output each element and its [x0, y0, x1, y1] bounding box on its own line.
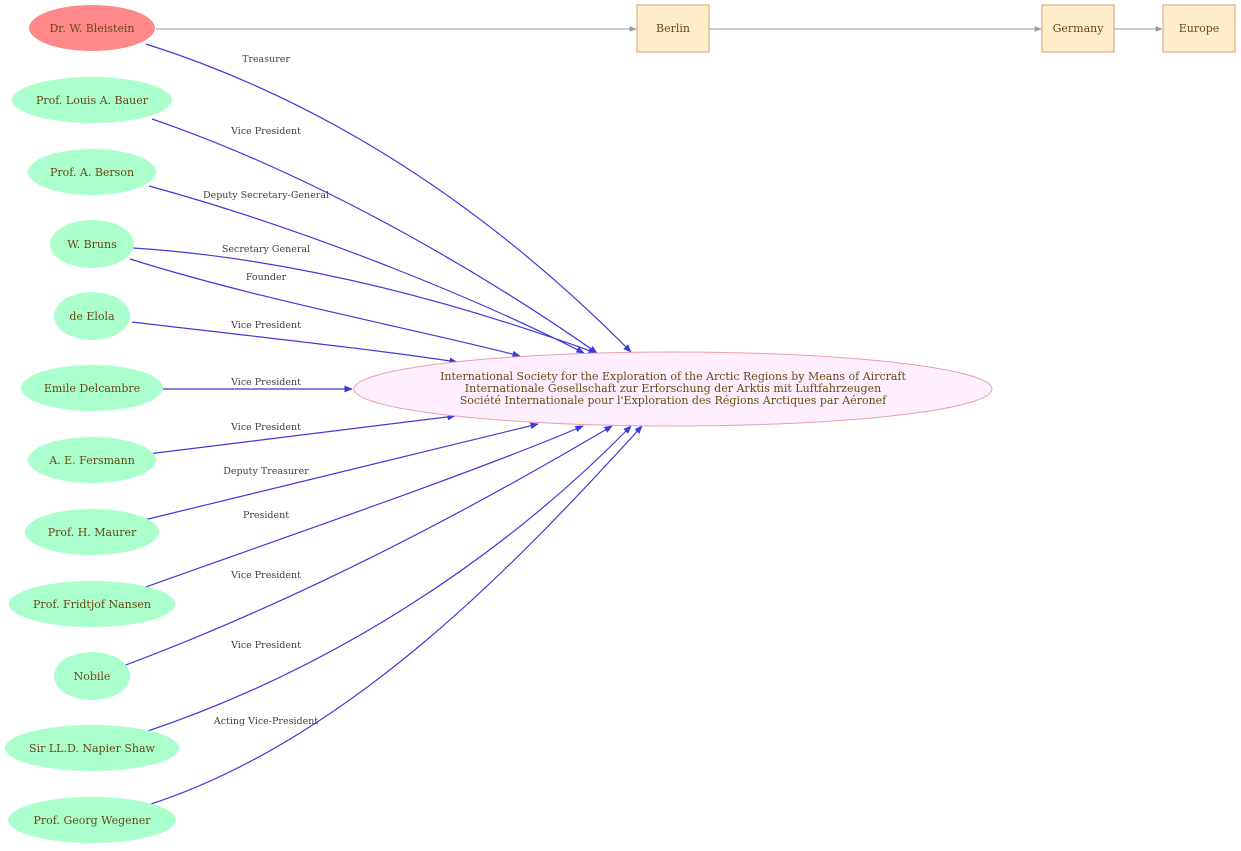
person-name-sir-ll-d-napier-shaw: Sir LL.D. Napier Shaw [29, 742, 156, 755]
role-edge-prof-louis-a-bauer [151, 118, 598, 354]
person-node-w-bruns[interactable]: W. Bruns [50, 220, 134, 268]
person-shape-prof-fridtjof-nansen [9, 581, 175, 627]
person-shape-prof-h-maurer [25, 509, 159, 555]
person-shape-w-bruns [50, 220, 134, 268]
role-edge-dr-w-bleistein [145, 43, 632, 353]
role-label-sir-ll-d-napier-shaw: Vice President [230, 640, 301, 651]
organization-name-fr: Société Internationale pour l'Exploratio… [460, 394, 887, 407]
person-name-prof-a-berson: Prof. A. Berson [50, 166, 134, 179]
edges-layer [122, 43, 643, 806]
organization-node[interactable]: International Society for the Exploratio… [353, 351, 993, 427]
role-edge-de-elola [131, 321, 458, 365]
role-label-prof-georg-wegener: Acting Vice-President [213, 716, 318, 727]
role-label-prof-a-berson: Deputy Secretary-General [203, 190, 329, 201]
person-shape-sir-ll-d-napier-shaw [5, 725, 179, 771]
place-node-berlin[interactable]: Berlin [636, 4, 710, 53]
person-name-prof-h-maurer: Prof. H. Maurer [48, 526, 137, 539]
person-name-w-bruns: W. Bruns [67, 238, 117, 251]
person-shape-a-e-fersmann [28, 437, 156, 483]
place-node-germany[interactable]: Germany [1041, 4, 1115, 53]
person-shape-prof-georg-wegener [8, 797, 176, 843]
role-edge-prof-georg-wegener [147, 425, 643, 806]
person-node-prof-louis-a-bauer[interactable]: Prof. Louis A. Bauer [12, 77, 172, 123]
role-label-prof-h-maurer: Deputy Treasurer [223, 466, 309, 477]
person-node-prof-h-maurer[interactable]: Prof. H. Maurer [25, 509, 159, 555]
organization-name-de: Internationale Gesellschaft zur Erforsch… [465, 382, 881, 395]
person-name-de-elola: de Elola [69, 310, 115, 323]
person-node-sir-ll-d-napier-shaw[interactable]: Sir LL.D. Napier Shaw [5, 725, 179, 771]
role-edge-nobile [122, 425, 613, 667]
person-node-a-e-fersmann[interactable]: A. E. Fersmann [28, 437, 156, 483]
person-node-dr-w-bleistein[interactable]: Dr. W. Bleistein [29, 5, 155, 51]
role-label-w-bruns-2: Founder [246, 272, 287, 283]
person-node-prof-fridtjof-nansen[interactable]: Prof. Fridtjof Nansen [9, 581, 175, 627]
person-shape-prof-louis-a-bauer [12, 77, 172, 123]
role-label-prof-louis-a-bauer: Vice President [230, 126, 301, 137]
person-name-prof-georg-wegener: Prof. Georg Wegener [34, 814, 152, 827]
place-label-berlin: Berlin [656, 22, 690, 35]
role-label-a-e-fersmann: Vice President [230, 422, 301, 433]
person-node-prof-georg-wegener[interactable]: Prof. Georg Wegener [8, 797, 176, 843]
person-node-de-elola[interactable]: de Elola [54, 292, 130, 340]
place-node-europe[interactable]: Europe [1162, 4, 1236, 53]
role-edge-w-bruns-2 [129, 258, 521, 358]
person-name-prof-louis-a-bauer: Prof. Louis A. Bauer [36, 94, 149, 107]
person-name-dr-w-bleistein: Dr. W. Bleistein [49, 22, 134, 35]
role-label-de-elola: Vice President [230, 320, 301, 331]
role-label-dr-w-bleistein: Treasurer [242, 54, 290, 65]
person-shape-emile-delcambre [21, 365, 163, 411]
person-shape-dr-w-bleistein [29, 5, 155, 51]
person-shape-prof-a-berson [28, 149, 156, 195]
person-shape-nobile [54, 652, 130, 700]
role-edge-a-e-fersmann [147, 413, 456, 455]
role-edge-prof-a-berson [148, 185, 585, 354]
person-shape-de-elola [54, 292, 130, 340]
place-label-europe: Europe [1179, 22, 1220, 35]
role-label-nobile: Vice President [230, 570, 301, 581]
person-node-prof-a-berson[interactable]: Prof. A. Berson [28, 149, 156, 195]
role-label-w-bruns: Secretary General [222, 244, 310, 255]
person-name-prof-fridtjof-nansen: Prof. Fridtjof Nansen [33, 598, 151, 611]
person-name-emile-delcambre: Emile Delcambre [44, 382, 140, 395]
person-name-a-e-fersmann: A. E. Fersmann [48, 454, 135, 467]
place-label-germany: Germany [1053, 22, 1105, 35]
role-label-prof-fridtjof-nansen: President [243, 510, 289, 521]
person-name-nobile: Nobile [74, 670, 111, 683]
role-edge-prof-fridtjof-nansen [142, 425, 584, 589]
person-node-emile-delcambre[interactable]: Emile Delcambre [21, 365, 163, 411]
role-edge-prof-h-maurer [143, 422, 539, 521]
role-label-emile-delcambre: Vice President [230, 377, 301, 388]
role-edge-w-bruns [132, 247, 597, 354]
role-edge-sir-ll-d-napier-shaw [144, 425, 632, 733]
person-node-nobile[interactable]: Nobile [54, 652, 130, 700]
organization-name-en: International Society for the Exploratio… [440, 370, 906, 383]
